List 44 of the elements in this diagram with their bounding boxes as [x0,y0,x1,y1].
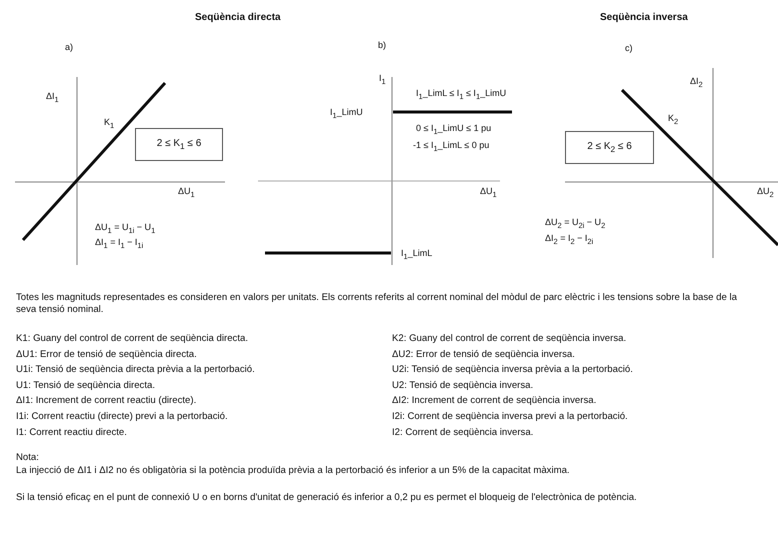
definition-text: U1i: Tensió de seqüència directa prèvia a la pertorbació. [16,364,255,376]
axis-label: ΔU$_{2}$ [757,186,774,200]
equation: ΔU$_{1}$ = U$_{1i}$ − U$_{1}$ [95,222,156,236]
note-heading: Nota: [16,452,39,464]
section-title: Seqüència inversa [600,12,688,24]
range-box [565,131,654,164]
note-paragraph: La injecció de ΔI1 i ΔI2 no és obligatòria si la potència produïda prèvia a la pertorbació és inferior a un 5% de la capacitat màxima. [16,465,571,476]
axis-label: ΔI$_{1}$ [46,91,59,104]
panel-letter: c) [625,43,632,54]
note-paragraph: Si la tensió eficaç en el punt de connexió U o en borns d'unitat de generació és inferior a 0,2 pu es permet el bloqueig de l'electrònica de potència. [16,492,638,504]
range-text: -1 ≤ I$_{1}$_LimL ≤ 0 pu [413,140,490,154]
axis-label: ΔI$_{2}$ [690,76,703,90]
definition-text: U1: Tensió de seqüència directa. [16,380,156,391]
axis-label: ΔU$_{1}$ [480,186,497,200]
panel-letter: a) [65,42,74,52]
range-text: 2 ≤ K$_{2}$ ≤ 6 [587,141,632,154]
definition-text: ΔI1: Increment de corrent reactiu (directe). [16,395,196,406]
limit-label: I$_{1}$_LimU [330,107,363,120]
panel-letter: b) [378,40,386,50]
equation: ΔI$_{1}$ = I$_{1}$ − I$_{1i}$ [95,237,144,250]
axis-label: ΔU$_{1}$ [178,186,195,200]
range-text: I$_{1}$_LimL ≤ I$_{1}$ ≤ I$_{1}$_LimU [416,88,506,102]
definition-text: U2: Tensió de seqüència inversa. [392,380,534,391]
definition-text: ΔU1: Error de tensió de seqüència directa. [16,348,197,360]
definition-text: I1: Corrent reactiu directe. [16,426,127,438]
range-text: 0 ≤ I$_{1}$_LimU ≤ 1 pu [416,123,492,136]
definition-text: ΔI2: Increment de corrent de seqüència inversa. [392,395,596,406]
definition-text: I2: Corrent de seqüència inversa. [392,426,534,438]
definition-text: K2: Guany del control de corrent de seqüència inversa. [392,333,626,344]
range-text: 2 ≤ K$_{1}$ ≤ 6 [156,138,202,151]
definition-text: I2i: Corrent de seqüència inversa previ a la pertorbació. [392,411,628,422]
definition-text: U2i: Tensió de seqüència inversa prèvia a la pertorbació. [392,364,633,376]
definition-text: I1i: Corrent reactiu (directe) previ a la pertorbació. [16,411,228,422]
definition-text: K1: Guany del control de corrent de seqüència directa. [16,333,248,344]
limit-label: I$_{1}$_LimL [401,248,432,262]
axis-label: I$_{1}$ [379,73,386,86]
equation: ΔI$_{2}$ = I$_{2}$ − I$_{2i}$ [545,233,594,246]
note-paragraph: Totes les magnituds representades es consideren en valors per unitats. Els corrents referits al corrent nominal del mòdul de parc elèctric i les tensions sobre la base de la seva tensió nominal. [16,292,738,315]
section-title: Seqüència directa [195,12,281,24]
curve-label: K$_{1}$ [104,117,114,130]
range-box [135,128,223,161]
definition-text: ΔU2: Error de tensió de seqüència inversa. [392,348,575,360]
curve-label: K$_{2}$ [668,113,678,126]
equation: ΔU$_{2}$ = U$_{2i}$ − U$_{2}$ [545,217,606,230]
